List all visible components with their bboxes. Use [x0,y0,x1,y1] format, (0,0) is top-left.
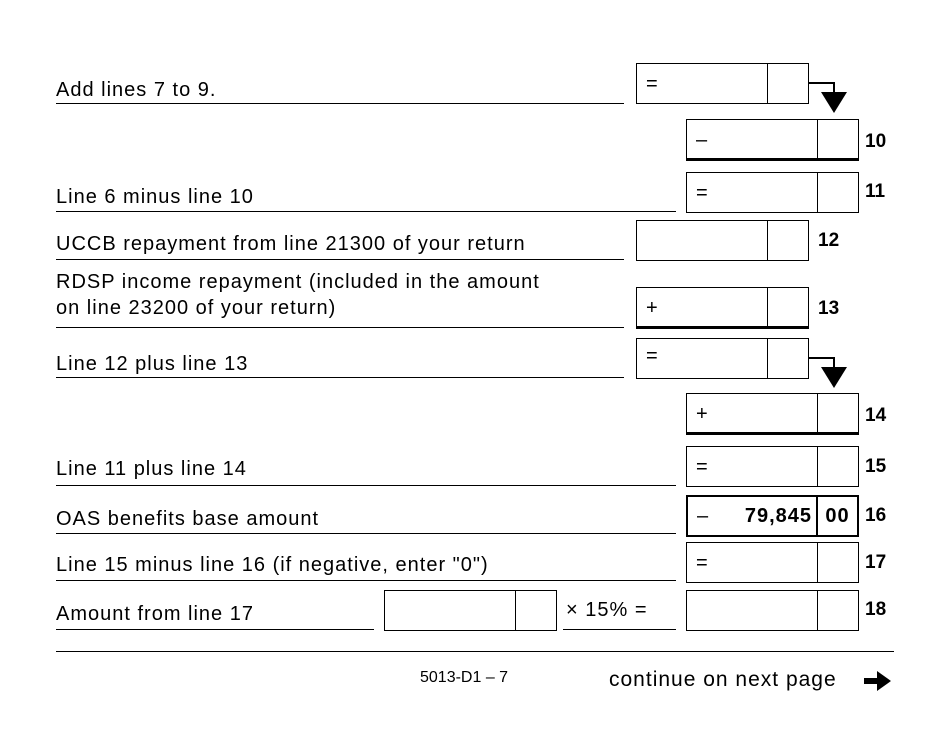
line-12-field[interactable] [636,220,809,261]
line-14-description: Line 12 plus line 13 [56,353,249,375]
right-arrow-icon [864,671,891,691]
plus-sign: + [696,403,708,425]
base-amount-cents: 00 [825,505,850,527]
form-code: 5013-D1 – 7 [420,669,509,686]
equals-sign: = [646,345,658,367]
minus-sign: – [696,129,708,151]
line-11-description-rule [56,211,676,212]
line-17-field[interactable]: = [686,542,859,583]
line-10-description-rule [56,103,624,104]
line-11-field[interactable]: = [686,172,859,213]
line-12-description: UCCB repayment from line 21300 of your r… [56,233,526,255]
calc-rule [563,629,676,630]
line-18-description: Amount from line 17 [56,603,254,625]
line-16-description: OAS benefits base amount [56,508,320,530]
line-14-description-rule [56,377,624,378]
line-number-17: 17 [865,552,887,573]
line-15-description: Line 11 plus line 14 [56,458,247,480]
line-16-field: – 79,845 00 [686,495,859,537]
line-13-description-line-2: on line 23200 of your return) [56,297,337,319]
line-15-description-rule [56,485,676,486]
continue-on-next-page: continue on next page [609,668,837,691]
times-fifteen-percent: × 15% = [566,599,648,621]
carry-down-arrow-icon [808,357,847,388]
plus-sign: + [646,297,658,319]
line-15-field[interactable]: = [686,446,859,487]
line-12-description-rule [56,259,624,260]
line-13-description-line-1: RDSP income repayment (included in the a… [56,271,540,293]
minus-sign: – [697,505,709,527]
carry-down-arrow-icon [808,82,847,113]
line-13-field[interactable]: + [636,287,809,329]
line-18-description-rule [56,629,374,630]
line-number-16: 16 [865,505,887,526]
line-18-input-field[interactable] [384,590,557,631]
line-11-description: Line 6 minus line 10 [56,186,254,208]
line-number-14: 14 [865,405,887,426]
equals-sign: = [646,73,658,95]
line-14-field[interactable]: + [686,393,859,435]
subtotal-12-13-field[interactable]: = [636,338,809,379]
line-10-field[interactable]: – [686,119,859,161]
line-17-description-rule [56,580,676,581]
line-17-description: Line 15 minus line 16 (if negative, ente… [56,554,489,576]
footer-rule [56,651,894,652]
line-number-18: 18 [865,599,887,620]
subtotal-7-9-field[interactable]: = [636,63,809,104]
line-number-15: 15 [865,456,887,477]
line-number-10: 10 [865,131,887,152]
equals-sign: = [696,456,708,478]
equals-sign: = [696,182,708,204]
line-13-description-rule [56,327,624,328]
line-number-12: 12 [818,230,840,251]
line-number-11: 11 [865,181,886,202]
equals-sign: = [696,552,708,574]
base-amount-dollars: 79,845 [744,505,812,527]
line-10-description: Add lines 7 to 9. [56,79,217,101]
line-number-13: 13 [818,298,840,319]
line-16-description-rule [56,533,676,534]
line-18-field[interactable] [686,590,859,631]
